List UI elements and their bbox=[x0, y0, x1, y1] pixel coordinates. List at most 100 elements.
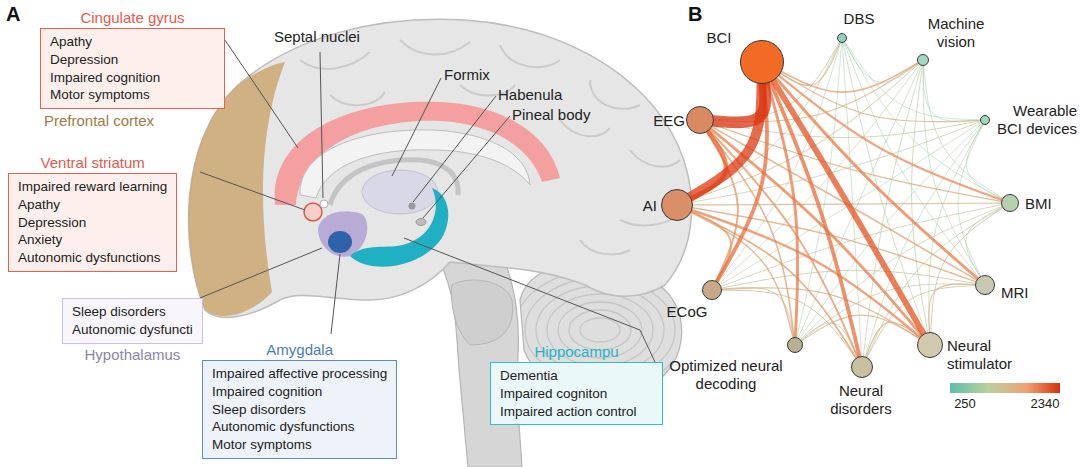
topic-label: BCI bbox=[699, 29, 739, 47]
symptom-item: Impaired cogniton bbox=[500, 385, 653, 403]
co-occurrence-link bbox=[801, 323, 857, 357]
hypothalamus bbox=[318, 211, 367, 256]
co-occurrence-link bbox=[845, 42, 980, 120]
topic-label: BMI bbox=[1025, 195, 1069, 213]
co-occurrence-link bbox=[773, 81, 923, 334]
symptom-box: Cingulate gyrusApathyDepressionImpaired … bbox=[40, 28, 225, 109]
topic-label: DBS bbox=[839, 10, 879, 28]
structure-label: Formix bbox=[444, 66, 490, 84]
co-occurrence-link bbox=[771, 82, 860, 356]
co-occurrence-link bbox=[693, 208, 976, 282]
topic-circle: BCI bbox=[740, 40, 784, 84]
co-occurrence-link bbox=[782, 63, 918, 92]
topic-label: AI bbox=[633, 197, 657, 215]
symptom-box: Ventral striatumImpaired reward learning… bbox=[8, 173, 177, 272]
topic-circle: Neural disorders bbox=[851, 356, 873, 378]
topic-circle: Neural stimulator bbox=[917, 332, 943, 358]
symptom-box: HippocampuDementiaImpaired cognitonImpai… bbox=[490, 362, 663, 425]
symptom-item: Anxiety bbox=[18, 231, 167, 249]
structure-label: Prefrontal cortex bbox=[44, 112, 154, 130]
region-heading: Amygdala bbox=[266, 341, 333, 359]
topic-label: Neural disorders bbox=[821, 382, 901, 418]
co-occurrence-link bbox=[866, 322, 920, 357]
structure-label: Habenula bbox=[498, 86, 562, 104]
symptom-item: Impaired action control bbox=[500, 403, 653, 421]
co-occurrence-link bbox=[924, 66, 1003, 198]
co-occurrence-link bbox=[843, 43, 926, 333]
symptom-item: Motor symptoms bbox=[50, 86, 215, 104]
septal-nuclei bbox=[320, 200, 328, 208]
symptom-box: AmygdalaImpaired affective processingImp… bbox=[202, 360, 397, 459]
topic-circle: Optimized neural decoding bbox=[787, 337, 803, 353]
symptom-item: Depression bbox=[18, 214, 167, 232]
symptom-item: Impaired cognition bbox=[212, 383, 387, 401]
symptom-box: HypothalamusSleep disordersAutonomic dys… bbox=[62, 298, 203, 344]
co-occurrence-link bbox=[722, 287, 794, 337]
co-occurrence-link bbox=[779, 76, 1001, 200]
panel-letter: A bbox=[6, 2, 20, 26]
scale-value: 2340 bbox=[1025, 396, 1065, 412]
co-occurrence-link bbox=[768, 83, 798, 337]
topic-circle: DBS bbox=[837, 33, 847, 43]
amygdala bbox=[328, 231, 352, 253]
topic-circle: Machine vision bbox=[917, 54, 929, 66]
topic-label: EEG bbox=[641, 112, 685, 130]
leader-lines bbox=[200, 40, 655, 362]
symptom-item: Apathy bbox=[18, 196, 167, 214]
structure-label: Septal nuclei bbox=[274, 28, 360, 46]
topic-label: MRI bbox=[1001, 284, 1045, 302]
region-heading: Hypothalamus bbox=[84, 346, 180, 364]
co-occurrence-link bbox=[958, 125, 983, 276]
cerebrum bbox=[189, 19, 692, 317]
symptom-item: Impaired affective processing bbox=[212, 365, 387, 383]
co-occurrence-link bbox=[691, 84, 762, 197]
structure-label: Pineal body bbox=[512, 106, 590, 124]
region-heading: Hippocampu bbox=[534, 343, 618, 361]
symptom-item: Impaired cognition bbox=[50, 69, 215, 87]
symptom-item: Autonomic dysfunctions bbox=[18, 249, 167, 267]
topic-circle: Wearable BCI devices bbox=[980, 115, 990, 125]
topic-label: Machine vision bbox=[921, 15, 991, 51]
symptom-item: Sleep disorders bbox=[72, 303, 193, 321]
topic-label: Optimized neural decoding bbox=[661, 357, 791, 393]
symptom-item: Motor symptoms bbox=[212, 436, 387, 454]
topic-circle: ECoG bbox=[702, 280, 722, 300]
symptom-item: Impaired reward learning bbox=[18, 178, 167, 196]
pineal-body bbox=[416, 219, 426, 226]
co-occurrence-link bbox=[923, 66, 980, 276]
topic-circle: MRI bbox=[975, 275, 995, 295]
habenula bbox=[409, 203, 416, 210]
topic-circle: EEG bbox=[686, 106, 714, 134]
topic-label: Wearable BCI devices bbox=[993, 102, 1077, 138]
topic-label: ECoG bbox=[665, 303, 709, 321]
co-occurrence-link bbox=[781, 73, 980, 122]
color-bar bbox=[950, 383, 1060, 393]
symptom-item: Dementia bbox=[500, 367, 653, 385]
co-occurrence-link bbox=[966, 207, 1002, 276]
topic-circle: BMI bbox=[1001, 194, 1019, 212]
symptom-item: Apathy bbox=[50, 33, 215, 51]
ventral-striatum bbox=[304, 203, 322, 221]
co-occurrence-link bbox=[967, 124, 1002, 199]
folium-stroke bbox=[580, 318, 620, 342]
symptom-item: Depression bbox=[50, 51, 215, 69]
topic-circle: AI bbox=[661, 189, 693, 221]
symptom-item: Sleep disorders bbox=[212, 401, 387, 419]
co-occurrence-link bbox=[929, 284, 975, 332]
symptom-item: Autonomic dysfunctions bbox=[212, 418, 387, 436]
co-occurrence-link bbox=[721, 205, 1001, 287]
co-occurrence-link bbox=[923, 66, 980, 122]
pons bbox=[452, 280, 513, 345]
symptom-item: Autonomic dysfuncti bbox=[72, 321, 193, 339]
thalamus bbox=[362, 170, 438, 214]
topic-label: Neural stimulator bbox=[947, 337, 1027, 373]
region-heading: Ventral striatum bbox=[41, 154, 145, 172]
folium-stroke bbox=[536, 286, 664, 374]
co-occurrence-link bbox=[867, 208, 1003, 357]
scale-value: 250 bbox=[945, 396, 985, 412]
co-occurrence-link bbox=[844, 42, 918, 82]
co-occurrence-link bbox=[714, 84, 765, 122]
region-heading: Cingulate gyrus bbox=[80, 9, 184, 27]
hippocampus bbox=[350, 188, 448, 267]
